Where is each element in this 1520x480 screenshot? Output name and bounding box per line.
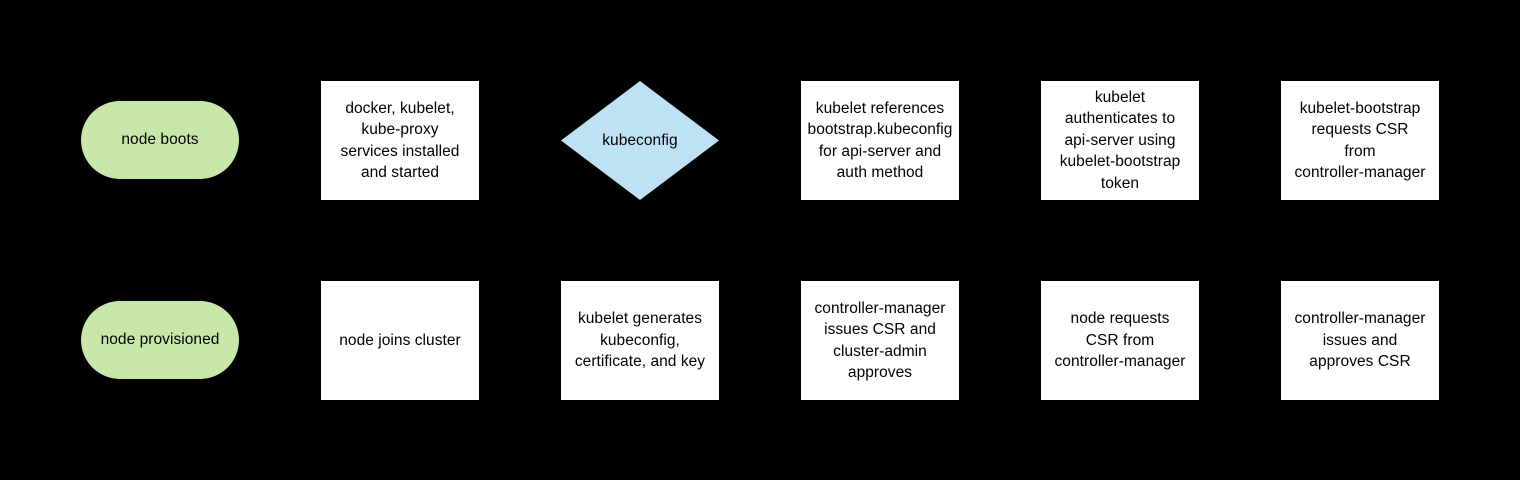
flow-node-label: controller-manager issues and approves C… (1294, 310, 1426, 371)
flow-node-label: node provisioned (100, 331, 220, 349)
flow-node-kubelet-authenticates[interactable]: kubelet authenticates to api-server usin… (1041, 81, 1199, 200)
flow-node-node-requests-csr[interactable]: node requests CSR from controller-manage… (1041, 281, 1199, 400)
flow-node-node-joins-cluster[interactable]: node joins cluster (321, 281, 479, 400)
flow-node-label: docker, kubelet, kube-proxy services ins… (340, 99, 460, 182)
flow-node-kubelet-generates[interactable]: kubelet generates kubeconfig, certificat… (561, 281, 719, 400)
flow-node-label: controller-manager issues CSR and cluste… (814, 299, 946, 382)
flow-node-controller-manager-issues-csr[interactable]: controller-manager issues CSR and cluste… (801, 281, 959, 400)
flow-node-label: kubelet references bootstrap.kubeconfig … (807, 99, 953, 182)
flow-node-label: kubelet-bootstrap requests CSR from cont… (1294, 99, 1426, 182)
flow-node-controller-manager-approves-csr[interactable]: controller-manager issues and approves C… (1281, 281, 1439, 400)
flow-node-node-provisioned[interactable]: node provisioned (81, 301, 239, 379)
flow-node-services-installed[interactable]: docker, kubelet, kube-proxy services ins… (321, 81, 479, 200)
flow-node-label: kubeconfig (602, 131, 678, 149)
flow-node-kubelet-references-bootstrap[interactable]: kubelet references bootstrap.kubeconfig … (801, 81, 959, 200)
flow-node-label: node requests CSR from controller-manage… (1054, 310, 1186, 371)
flow-node-kubeconfig[interactable]: kubeconfig (561, 81, 719, 200)
flow-node-label: node boots (121, 131, 199, 149)
flow-node-kubelet-bootstrap-requests-csr[interactable]: kubelet-bootstrap requests CSR from cont… (1281, 81, 1439, 200)
flow-node-label: kubelet generates kubeconfig, certificat… (574, 310, 706, 371)
flow-node-label: node joins cluster (339, 331, 461, 349)
flow-node-label: kubelet authenticates to api-server usin… (1059, 88, 1181, 192)
flow-node-node-boots[interactable]: node boots (81, 101, 239, 179)
